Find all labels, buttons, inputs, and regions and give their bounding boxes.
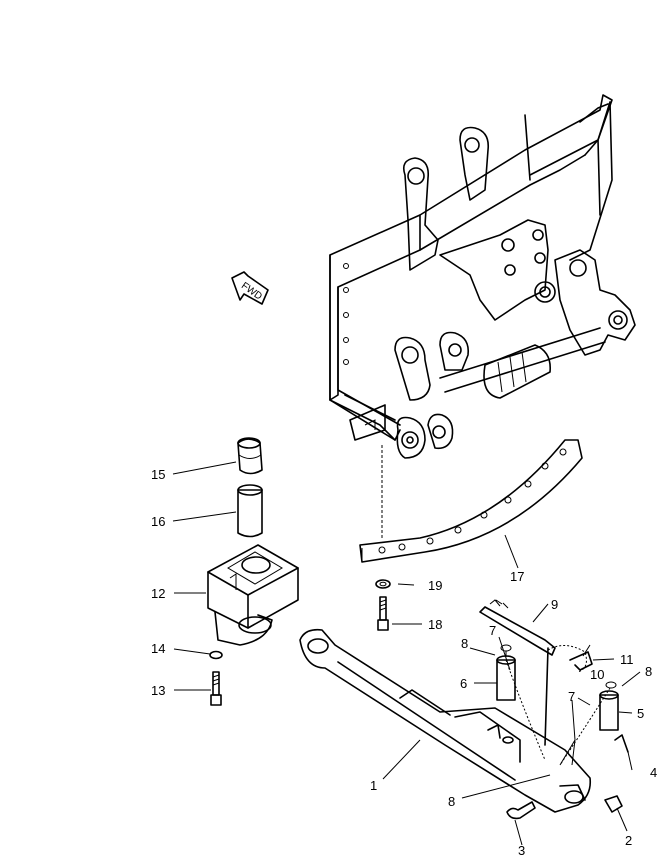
callout-8b: 8 xyxy=(645,664,652,679)
main-frame-assembly xyxy=(329,94,636,459)
callout-8a: 8 xyxy=(461,636,468,651)
callout-14: 14 xyxy=(151,641,165,656)
part-17-curved-plate xyxy=(359,439,583,563)
callout-3: 3 xyxy=(518,843,525,856)
callout-6: 6 xyxy=(460,676,467,691)
callout-11: 11 xyxy=(620,652,634,667)
callout-12: 12 xyxy=(151,586,165,601)
part-5-pin xyxy=(599,681,619,731)
part-18-bolt xyxy=(377,596,389,631)
callout-2: 2 xyxy=(625,833,632,848)
part-15-cap xyxy=(237,437,263,475)
callout-7a: 7 xyxy=(489,623,496,638)
callout-4: 4 xyxy=(650,765,657,780)
part-4-pin xyxy=(614,734,629,753)
part-13-bolt xyxy=(210,671,222,706)
callout-numbers: 1 2 3 4 5 6 7 7 8 8 8 9 10 11 12 13 14 1… xyxy=(151,467,657,858)
part-1-lever xyxy=(299,628,592,813)
callout-13: 13 xyxy=(151,683,165,698)
callout-10: 10 xyxy=(590,667,604,682)
callout-15: 15 xyxy=(151,467,165,482)
fwd-arrow-icon: FWD xyxy=(231,271,269,305)
part-19-washer xyxy=(375,579,391,589)
callout-17: 17 xyxy=(510,569,524,584)
part-3-bolt xyxy=(506,801,536,820)
callout-18: 18 xyxy=(428,617,442,632)
part-16-bushing xyxy=(237,484,263,538)
callout-16: 16 xyxy=(151,514,165,529)
part-11-clip xyxy=(569,651,593,671)
callout-5: 5 xyxy=(637,706,644,721)
leader-lines xyxy=(172,461,641,846)
callout-8c: 8 xyxy=(448,794,455,809)
callout-19: 19 xyxy=(428,578,442,593)
callout-7b: 7 xyxy=(568,689,575,704)
part-14-washer xyxy=(209,650,223,660)
callout-9: 9 xyxy=(551,597,558,612)
callout-1: 1 xyxy=(370,778,377,793)
part-12-bracket xyxy=(207,544,299,646)
part-2-nut xyxy=(604,795,623,813)
part-6-pin xyxy=(496,644,516,701)
